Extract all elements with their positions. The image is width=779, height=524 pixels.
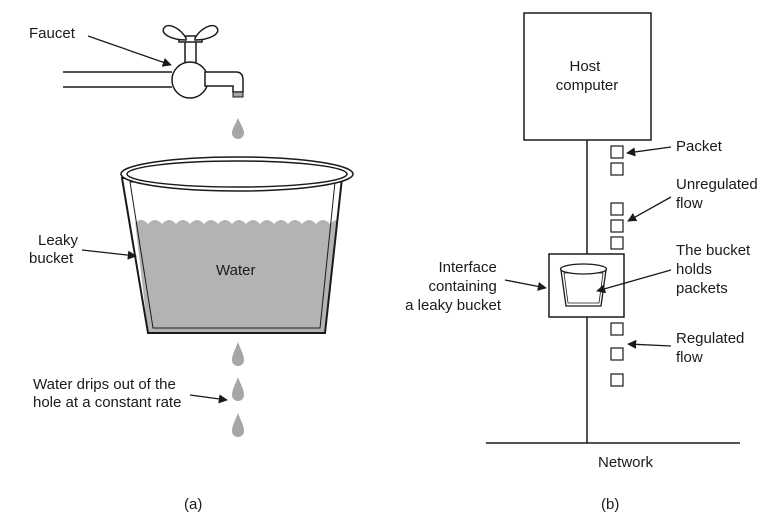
packet-square <box>610 219 624 233</box>
packet-label: Packet <box>676 138 723 155</box>
bucket-holds-label: The bucket holds packets <box>676 242 754 297</box>
packet-square <box>610 373 624 387</box>
faucet-icon <box>63 24 244 99</box>
panel-a: Faucet Leaky bucket Water Water drips ou… <box>29 24 354 513</box>
regulated-flow-arrow <box>627 339 672 349</box>
leaky-bucket-arrow <box>81 249 137 260</box>
packets <box>610 145 624 387</box>
unregulated-flow-arrow <box>627 196 672 222</box>
packet-square <box>610 202 624 216</box>
leaky-bucket-icon <box>120 156 354 334</box>
water-drop-icon <box>232 413 244 437</box>
regulated-flow-label: Regulated flow <box>676 330 749 366</box>
network-label: Network <box>598 454 654 471</box>
water-drop-icon <box>232 118 244 139</box>
packet-arrow <box>626 146 672 157</box>
drip-label: Water drips out of the hole at a constan… <box>33 376 181 411</box>
bucket-holds-arrow <box>596 269 672 294</box>
interface-arrow <box>504 279 547 291</box>
packet-square <box>610 347 624 361</box>
leaky-bucket-label: Leaky bucket <box>29 232 82 267</box>
faucet-arrow <box>87 35 172 67</box>
packet-square <box>610 145 624 159</box>
drip-arrow <box>189 394 228 404</box>
packet-square <box>610 322 624 336</box>
packet-square <box>610 236 624 250</box>
host-computer-label: Host computer <box>556 58 619 94</box>
panel-b: Host computer Network Packet <box>405 12 762 513</box>
unregulated-flow-label: Unregulated flow <box>676 176 762 212</box>
water-fill <box>130 220 342 333</box>
water-label: Water <box>216 262 255 279</box>
packet-square <box>610 162 624 176</box>
spout-nozzle <box>232 91 244 98</box>
water-drop-icon <box>232 377 244 401</box>
caption-b: (b) <box>601 496 619 513</box>
caption-a: (a) <box>184 496 202 513</box>
faucet-label: Faucet <box>29 25 76 42</box>
small-bucket-icon <box>559 263 608 307</box>
host-computer-box <box>523 12 652 141</box>
interface-label: Interface containing a leaky bucket <box>405 259 502 314</box>
water-drop-icon <box>232 342 244 366</box>
